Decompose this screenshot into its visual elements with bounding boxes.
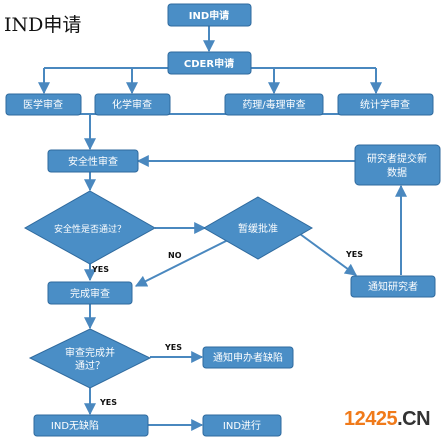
researcher-submit-label-line1: 研究者提交新 [367,152,427,165]
review-complete-label: 完成审查 [70,287,110,300]
ind-application-label: IND申请 [189,9,229,22]
researcher-submit-box [354,144,441,186]
arrow-suspend-yes-to-notify [299,233,357,276]
review-done-passed-label-line1: 审查完成并 [65,346,115,359]
notify-sponsor-defect-label: 通知申办者缺陷 [213,351,283,364]
medical-review-label: 医学审查 [23,98,63,111]
pharm-tox-review-label: 药理/毒理审查 [242,98,305,111]
review-done-passed-diamond [28,328,152,389]
edge-label-yes-sponsor: YES [164,343,182,352]
node-labels: IND申请 CDER申请 医学审查 化学审查 药理/毒理审查 统计学审查 安全性… [23,9,427,432]
notify-sponsor-defect-box [202,346,294,369]
statistics-review-label: 统计学审查 [360,98,410,111]
watermark-tld: .CN [397,408,431,430]
decision-diamonds [23,190,314,389]
safety-review-label: 安全性审查 [68,155,118,168]
ind-application-box [167,3,252,27]
pharm-tox-review-box [224,93,324,116]
review-done-passed-label-line2: 通过？ [75,359,105,372]
safety-passed-diamond [23,190,157,265]
ind-proceed-box [202,414,282,437]
page-title: IND申请 [4,14,82,36]
ind-no-defect-box [33,414,149,437]
ind-no-defect-label: IND无缺陷 [51,419,99,432]
edge-label-yes-safety: YES [91,265,109,274]
notify-researcher-label: 通知研究者 [368,280,418,293]
edge-labels: NO YES YES YES YES [91,250,363,407]
edge-label-no: NO [168,251,182,260]
safety-review-box [47,149,139,173]
cder-application-box [167,51,252,75]
watermark: 12425.CN [344,408,431,431]
chemistry-review-box [94,93,171,116]
process-boxes [5,3,441,437]
statistics-review-box [337,93,434,116]
ind-proceed-label: IND进行 [223,419,261,432]
suspend-approval-label: 暂缓批准 [238,222,278,235]
chemistry-review-label: 化学审查 [112,98,152,111]
medical-review-box [5,93,82,116]
watermark-number: 12425 [344,408,398,430]
researcher-submit-label-line2: 数据 [387,166,407,179]
edge-label-yes-suspend: YES [345,250,363,259]
review-complete-box [47,281,133,305]
notify-researcher-box [350,275,436,298]
arrow-suspend-no-to-complete [134,239,229,287]
safety-passed-label: 安全性是否通过？ [54,223,126,235]
suspend-approval-diamond [202,196,314,260]
cder-application-label: CDER申请 [184,57,234,70]
edge-label-yes-ind: YES [99,398,117,407]
